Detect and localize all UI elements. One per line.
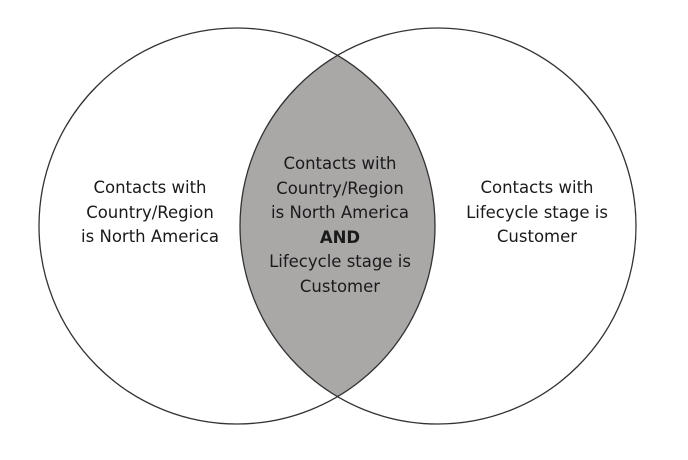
right-label-line: Customer bbox=[496, 227, 578, 246]
left-set-circle bbox=[38, 27, 436, 425]
left-label-line: Contacts with bbox=[93, 178, 207, 197]
right-label-line: Lifecycle stage is bbox=[466, 202, 608, 222]
intersection-label-line: is North America bbox=[271, 203, 409, 222]
intersection-label-line: Country/Region bbox=[276, 178, 404, 198]
left-label-line: Country/Region bbox=[86, 202, 214, 222]
right-set-label: Contacts with Lifecycle stage is Custome… bbox=[466, 176, 608, 250]
intersection-label-line: Contacts with bbox=[283, 154, 397, 173]
right-label-line: Contacts with bbox=[480, 178, 594, 197]
left-label-line: is North America bbox=[81, 227, 219, 246]
right-set-circle bbox=[239, 27, 637, 425]
and-operator-label: AND bbox=[319, 227, 361, 247]
intersection-region bbox=[240, 28, 435, 424]
intersection-label-line: Lifecycle stage is bbox=[269, 252, 411, 271]
intersection-label: Contacts with Country/Region is North Am… bbox=[269, 152, 411, 299]
left-set-label: Contacts with Country/Region is North Am… bbox=[81, 176, 219, 250]
intersection-label-line: Customer bbox=[299, 276, 381, 296]
